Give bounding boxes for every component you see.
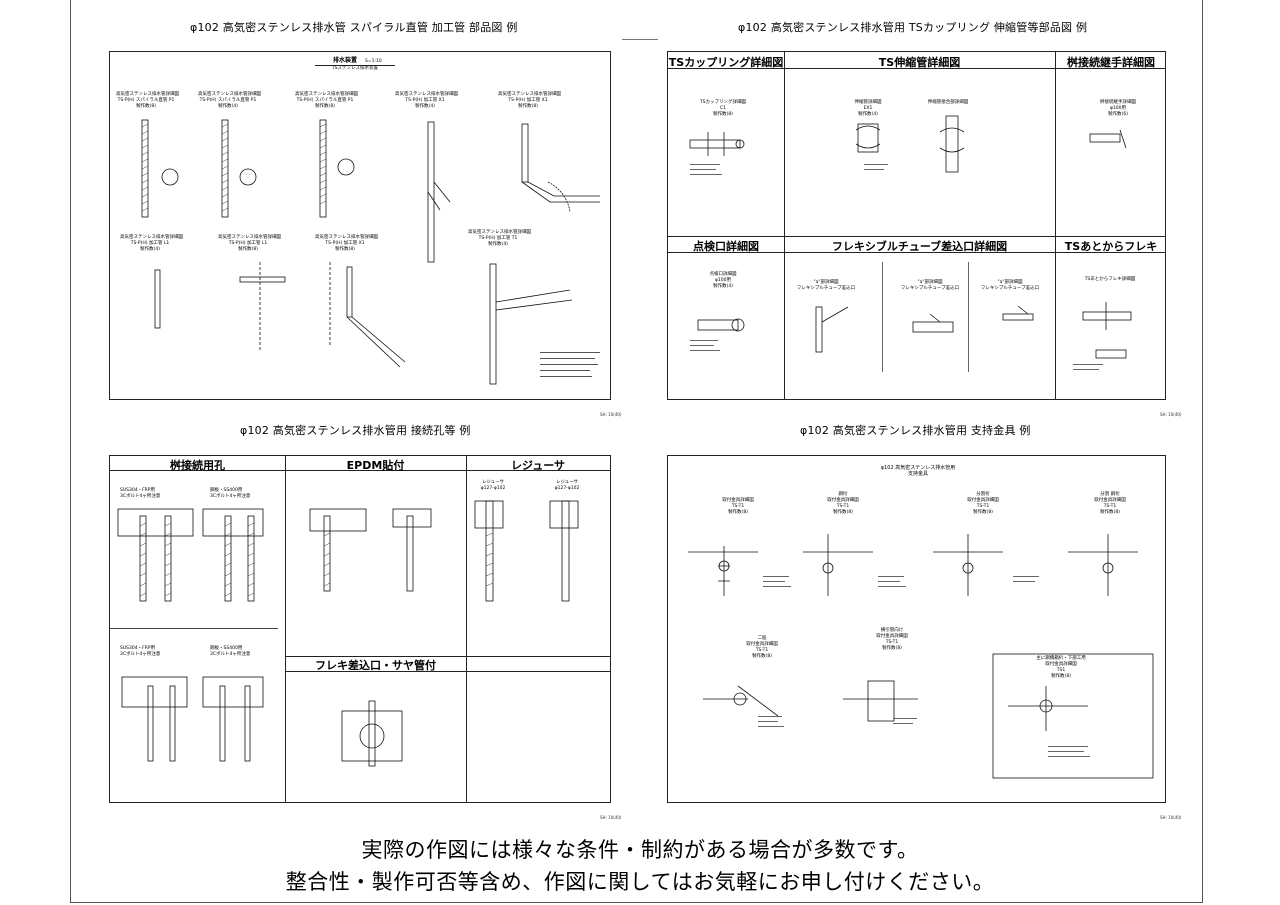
q4-caption-6: 横引管向け 取付金具詳細図 TS-T1 製作数(8) [876, 628, 908, 651]
panel-inspection: 点検口詳細図 [693, 240, 759, 253]
panel-flexible-tube: フレキシブルチューブ差込口詳細図 [831, 240, 1008, 253]
q2-mid-rule [668, 236, 1165, 237]
q4-caption-5: 二股 取付金具詳細図 TS-T1 製作数(8) [746, 636, 778, 659]
q4-caption-4: 分割 鋼桁 取付金具詳細図 TS-T1 製作数(8) [1094, 492, 1126, 515]
q2-caption-8: "a"部詳細図 フレキシブルチューブ差込口 [980, 280, 1040, 291]
q2-sheet-number: SH: 10(40) [1160, 412, 1182, 417]
q3-part-drawings [117, 500, 579, 767]
q1-scale: S=1:10 [365, 59, 382, 64]
q2-part-drawings [689, 115, 1132, 370]
q2-caption-5: 点検口詳細図 φ100用 製作数(4) [709, 272, 737, 289]
q1-drawing-sheet: 排水装置 S=1:10 TSステンレス排水装置 高気密ステンレス排水管詳細図 T… [109, 51, 611, 400]
panel-reducer: レジューサ [510, 459, 565, 472]
q3-sheet-number: SH: 10(40) [600, 815, 622, 820]
q2-caption-9: TSあとからフレキ詳細図 [1084, 277, 1136, 282]
q1-caption-2: 高気密ステンレス排水管詳細図 TS-P(H) スパイラル直管 P1 製作数(4) [198, 92, 261, 109]
q1-sheet-head: 排水装置 [332, 57, 357, 64]
panel-ts-expansion: TS伸縮管詳細図 [878, 56, 961, 69]
q4-caption-3: 分割桁 取付金具詳細図 TS-T1 製作数(8) [967, 492, 999, 515]
q2-caption-7: "a"部詳細図 フレキシブルチューブ差込口 [900, 280, 960, 291]
q1-caption-3: 高気密ステンレス排水管詳細図 TS-P(H) スパイラル直管 P1 製作数(8) [295, 92, 358, 109]
q1-caption-7: 高気密ステンレス排水管詳細図 TS-P(H) 加工管 L1 製作数(8) [218, 235, 281, 252]
q4-caption-2: 鋼桁 取付金具詳細図 TS-T1 製作数(8) [827, 492, 859, 515]
q4-caption-7: 主に鋼橋箱桁・下部工用 取付金具詳細図 TS1 製作数(8) [1036, 656, 1086, 679]
q2-caption-2: 伸縮管詳細図 EX1 製作数(4) [854, 100, 882, 117]
footer-line-1: 実際の作図には様々な条件・制約がある場合が多数です。 [361, 838, 919, 862]
q1-sheet-sub: TSステンレス排水装置 [331, 66, 379, 71]
q2-divider-3 [784, 236, 785, 399]
q2-caption-6: "a"部詳細図 フレキシブルチューブ差込口 [796, 280, 856, 291]
page-frame [70, 0, 1203, 903]
q3-caption-4: 鋼板・SS400用 3Cボルト4ヶ所注意 [210, 646, 251, 657]
q3-divider-2 [466, 456, 467, 802]
q1-sheet-number: SH: 10(40) [600, 412, 622, 417]
q3-caption-5: レジューサ φ127-φ102 [480, 480, 506, 491]
q3-caption-1: SUS304・FRP用 3Cボルト4ヶ所注意 [120, 488, 161, 499]
q2-caption-3: 伸縮管接合部詳細図 [927, 100, 969, 105]
q1-caption-1: 高気密ステンレス排水管詳細図 TS-P(H) スパイラル直管 P1 製作数(8) [116, 92, 179, 109]
q1-caption-6: 高気密ステンレス排水管詳細図 TS-P(H) 加工管 L1 製作数(4) [120, 235, 183, 252]
q3-caption-3: SUS304・FRP用 3Cボルト4ヶ所注意 [120, 646, 161, 657]
title-separator [622, 39, 658, 40]
q1-caption-4: 高気密ステンレス排水管詳細図 TS-P(H) 加工管 X1 製作数(4) [395, 92, 458, 109]
q1-caption-5: 高気密ステンレス排水管詳細図 TS-P(H) 加工管 X1 製作数(8) [498, 92, 561, 109]
q3-divider-1 [285, 456, 286, 802]
q2-title: φ102 高気密ステンレス排水管用 TSカップリング 伸縮管等部品図 例 [738, 21, 1088, 34]
q2-divider-1 [784, 52, 785, 236]
q3-lower-rule-top [285, 656, 610, 657]
q2-divider-4 [882, 262, 883, 372]
q3-caption-6: レジューサ φ127-φ102 [554, 480, 580, 491]
panel-flexi-sleeve: フレキ差込口・サヤ管付 [315, 659, 436, 672]
q1-head-underline [315, 65, 395, 66]
panel-basin-joint: 桝接続継手詳細図 [1067, 56, 1155, 69]
panel-ts-retrofit: TSあとからフレキ [1064, 240, 1158, 253]
footer-line-2: 整合性・製作可否等含め、作図に関してはお気軽にお申し付けください。 [285, 870, 995, 894]
q2-caption-1: TSカップリング詳細図 C1 製作数(8) [699, 100, 747, 117]
q1-caption-8: 高気密ステンレス排水管詳細図 TS-P(H) 加工管 X1 製作数(8) [315, 235, 378, 252]
q4-sheet-number: SH: 10(40) [1160, 815, 1182, 820]
q4-sheet-title: φ102 高気密ステンレス排水管用 支持金具 [880, 465, 956, 477]
q4-drawing-sheet: φ102 高気密ステンレス排水管用 支持金具 取付金具詳細図 TS-T1 製作数… [667, 455, 1166, 803]
q4-title: φ102 高気密ステンレス排水管用 支持金具 例 [800, 424, 1031, 437]
q3-header-rule [110, 470, 610, 471]
q3-caption-2: 鋼板・SS400用 3Cボルト4ヶ所注意 [210, 488, 251, 499]
q4-bracket-drawings [688, 534, 1154, 779]
q2-caption-4: 桝接続継手詳細図 φ100用 製作数(6) [1100, 100, 1136, 117]
q1-caption-9: 高気密ステンレス排水管詳細図 TS-P(H) 加工管 T1 製作数(4) [468, 230, 531, 247]
q2-divider-2 [1055, 52, 1056, 399]
q1-title: φ102 高気密ステンレス排水管 スパイラル直管 加工管 部品図 例 [190, 21, 518, 34]
q3-left-split [110, 628, 278, 629]
q3-drawing-sheet: 桝接続用孔 EPDM貼付 レジューサ フレキ差込口・サヤ管付 SUS304・FR… [109, 455, 611, 803]
q2-header-rule [668, 68, 1165, 69]
q3-title: φ102 高気密ステンレス排水管用 接続孔等 例 [240, 424, 471, 437]
q2-drawing-sheet: TSカップリング詳細図 TS伸縮管詳細図 桝接続継手詳細図 点検口詳細図 フレキ… [667, 51, 1166, 400]
q1-pipe-drawings [141, 119, 600, 385]
q3-lower-rule-bottom [285, 671, 610, 672]
panel-epdm: EPDM貼付 [346, 459, 405, 472]
q2-lower-header-rule [668, 252, 1165, 253]
q2-divider-5 [968, 262, 969, 372]
panel-basin-hole: 桝接続用孔 [170, 459, 225, 472]
panel-ts-coupling: TSカップリング詳細図 [668, 56, 784, 69]
q4-caption-1: 取付金具詳細図 TS-T1 製作数(8) [722, 498, 754, 515]
